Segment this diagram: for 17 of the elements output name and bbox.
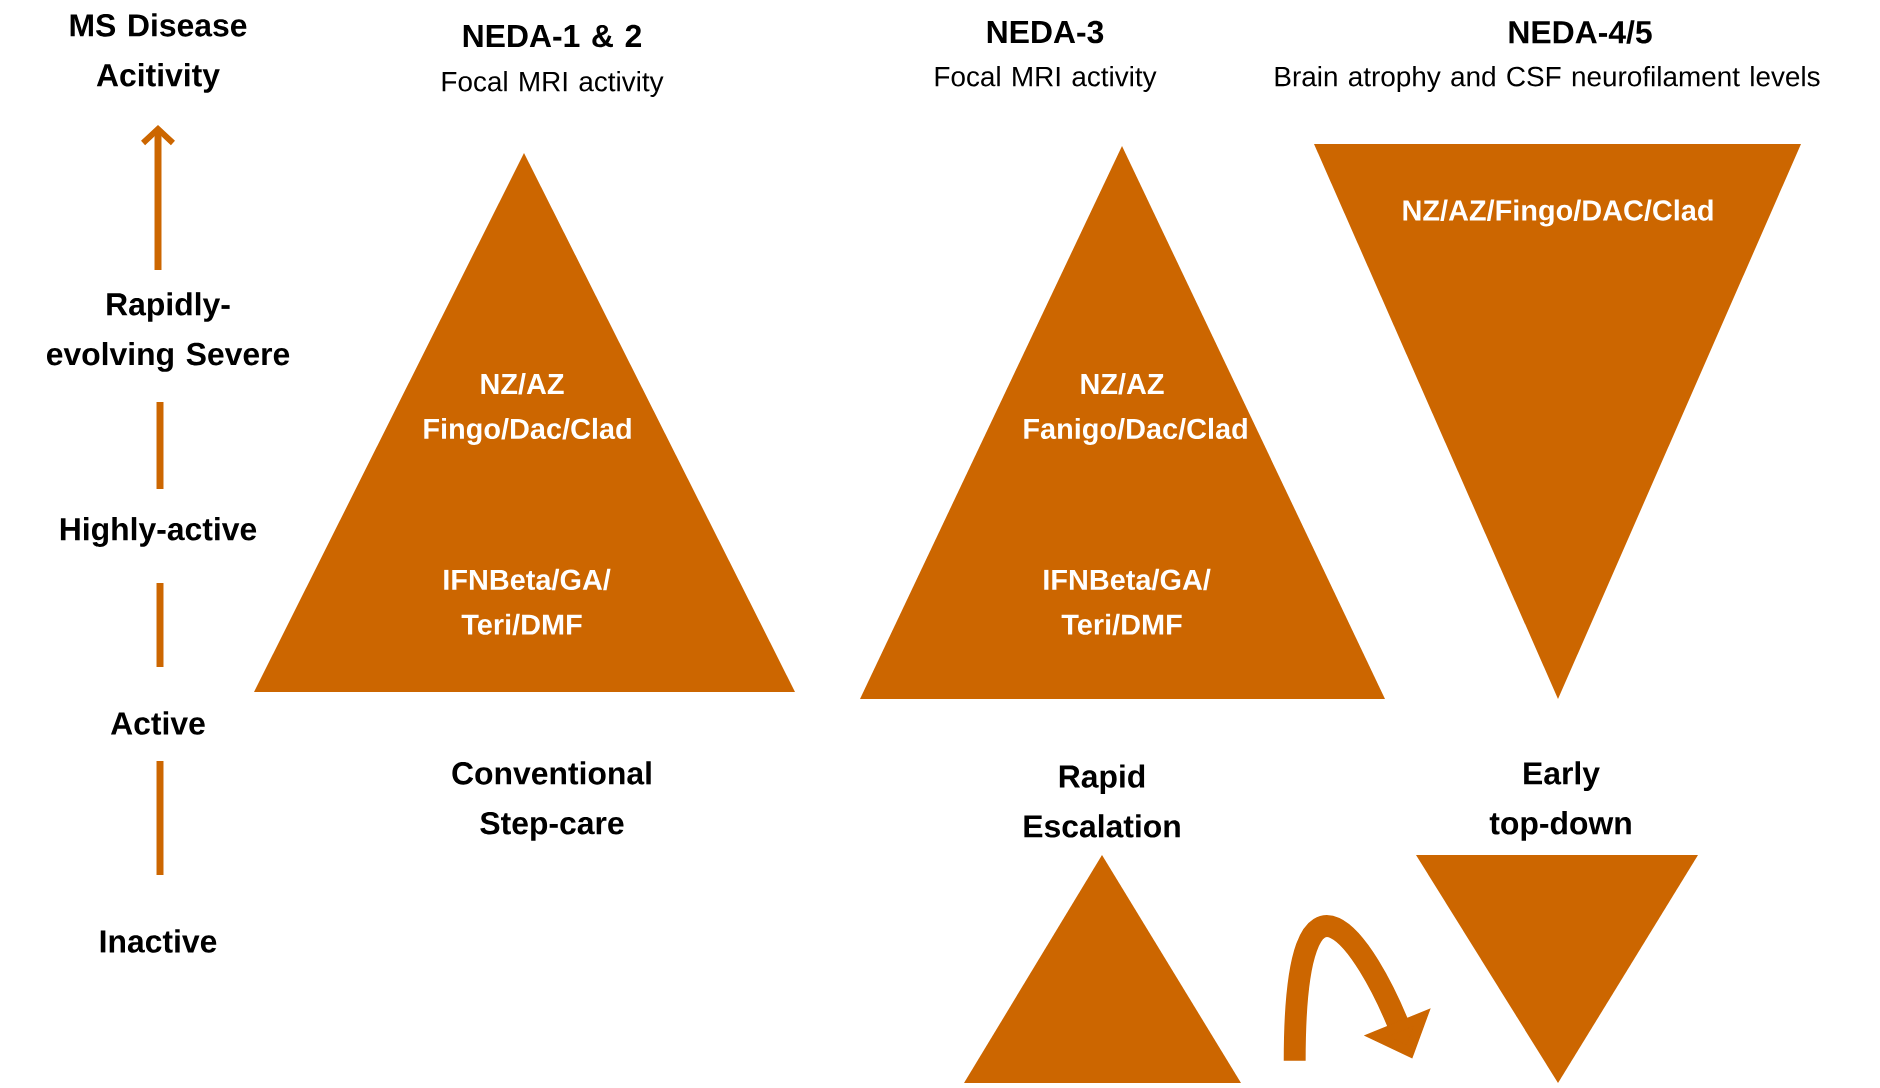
- triangle-shape: [964, 855, 1241, 1083]
- node-label: NEDA-3: [987, 20, 1104, 44]
- triangle-shape: [1416, 855, 1698, 1083]
- curved-arrow: [1283, 915, 1431, 1062]
- scale-label: MS Disease Acitivity: [70, 13, 247, 93]
- node-label: Focal MRI activity: [442, 71, 664, 97]
- scale-label: Inactive: [100, 929, 217, 953]
- node-label: Conventional Step-care: [452, 761, 651, 841]
- scale-label: Highly-active: [60, 517, 257, 547]
- node-label: NEDA-4/5: [1509, 20, 1652, 44]
- node-label: Brain atrophy and CSF neurofilament levels: [1275, 66, 1820, 92]
- node-label: Focal MRI activity: [935, 66, 1157, 92]
- node-label: NEDA-1 & 2: [463, 24, 642, 48]
- node-label: Rapid Escalation: [1024, 764, 1180, 838]
- node-label: Early top-down: [1489, 761, 1631, 841]
- scale-label: Rapidly-evolving Severe: [47, 292, 290, 372]
- scale-label: Active: [110, 711, 205, 735]
